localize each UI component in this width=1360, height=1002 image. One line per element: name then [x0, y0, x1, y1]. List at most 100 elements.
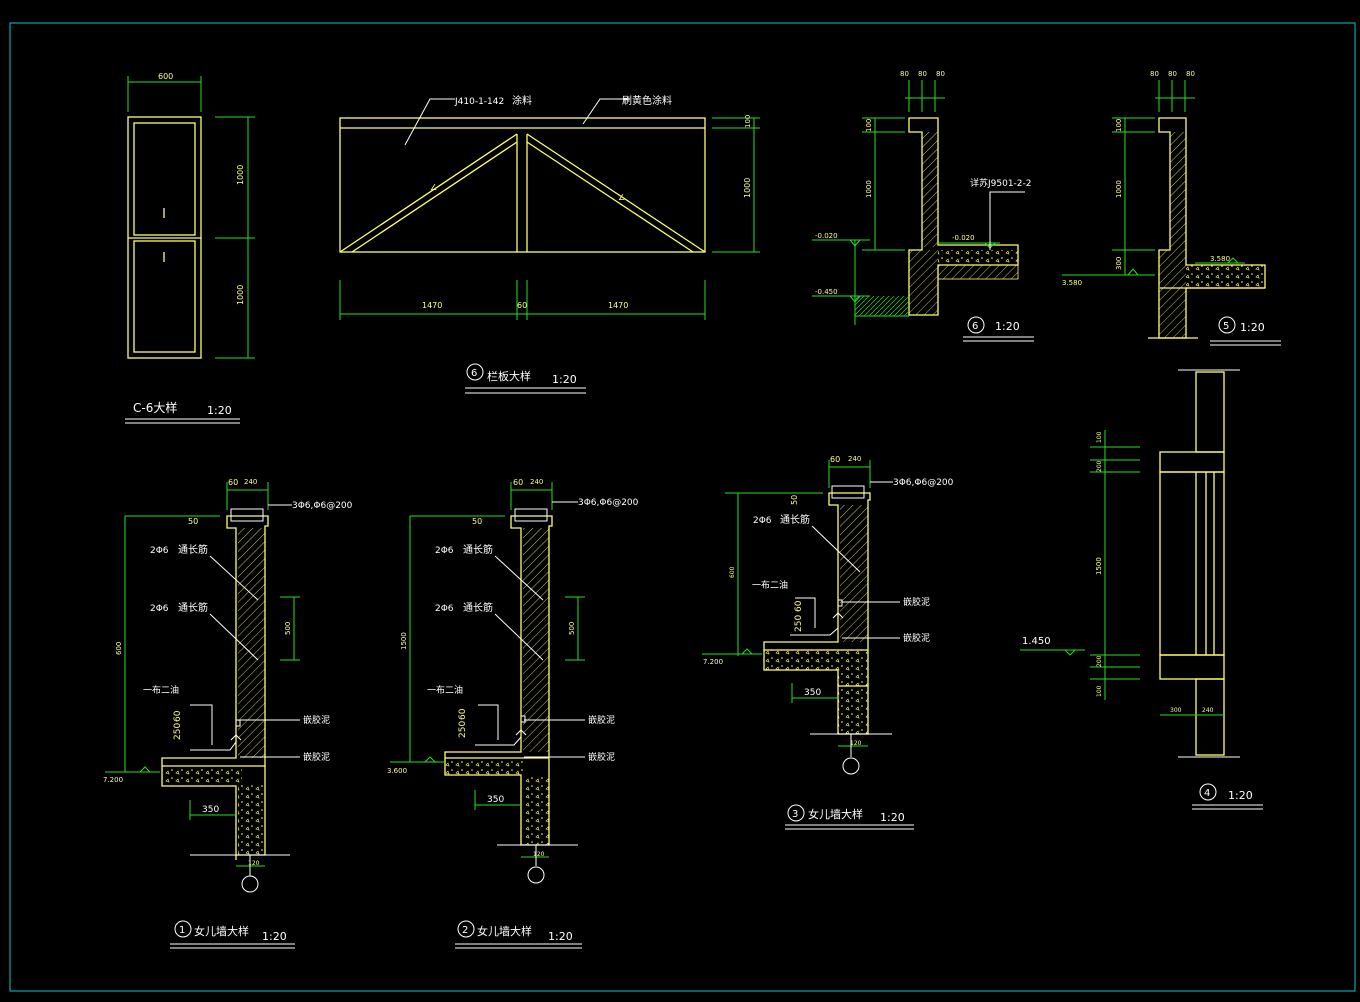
detail-3-parapet: 60 240 3Φ6,Φ6@200 50 600 2Φ6 通长筋 一布二油 25…	[702, 455, 954, 830]
s6-dim-top-v: 100	[865, 119, 873, 132]
d3-paint: 一布二油	[752, 579, 788, 591]
d3-dim-350: 350	[804, 688, 821, 698]
drawing-frame	[9, 22, 1356, 992]
svg-text:∠: ∠	[618, 193, 625, 202]
d2-paint: 一布二油	[427, 684, 463, 696]
panel-dim-mid: 60	[517, 301, 527, 310]
d1-bar2-note: 通长筋	[178, 601, 208, 614]
d3-dim-120: 120	[850, 740, 862, 747]
d1-dim-350: 350	[202, 805, 219, 815]
s5-dim-top-3: 80	[1186, 70, 1195, 78]
panel-dim-left: 1470	[422, 301, 442, 310]
d2-dim-60b: 60	[458, 708, 468, 720]
d2-title: 女儿墙大样	[477, 924, 532, 938]
panel-callout-left: J410-1-142	[454, 97, 504, 107]
d3-bar1-note: 通长筋	[780, 513, 810, 526]
d2-seal1: 嵌胶泥	[588, 714, 615, 726]
w4-number: 4	[1204, 788, 1210, 799]
s6-level-right: -0.020	[952, 234, 975, 242]
d2-bar2: 2Φ6	[435, 604, 454, 614]
s6-number: 6	[972, 321, 978, 332]
w4-dim-240: 240	[1202, 707, 1214, 714]
s5-dim-top-2: 80	[1168, 70, 1177, 78]
d3-dim-60b: 60	[794, 600, 804, 612]
s5-level-right: 3.580	[1210, 255, 1230, 263]
c6-title: C-6大样	[133, 400, 177, 415]
s6-level-left: -0.020	[815, 232, 838, 240]
panel-callout-mid: 涂料	[512, 94, 532, 107]
d2-number: 2	[462, 925, 468, 936]
d1-number: 1	[179, 925, 185, 936]
s5-level-left: 3.580	[1062, 279, 1082, 287]
d3-dim-50: 50	[790, 495, 799, 505]
d2-dim-50: 50	[472, 517, 482, 526]
d1-dim-60b: 60	[173, 710, 183, 722]
s6-dim-top-3: 80	[936, 70, 945, 78]
d1-dim-250: 250	[173, 723, 183, 740]
panel-scale: 1:20	[552, 373, 577, 386]
s6-dim-top-2: 80	[918, 70, 927, 78]
panel-dim-right: 1470	[608, 301, 628, 310]
detail-6-section: 80 80 80 100 1000 -0.020 -0.450 -0.020 详…	[812, 70, 1034, 342]
w4-dim-1500: 1500	[1095, 557, 1103, 575]
w4-dim-200b: 200	[1096, 655, 1103, 667]
d2-dim-60: 60	[513, 478, 523, 487]
d3-scale: 1:20	[880, 811, 905, 824]
detail-2-parapet: 60 240 3Φ6,Φ6@200 50 1500 2Φ6 通长筋 2Φ6 通长…	[387, 478, 639, 949]
detail-5-section: 80 80 80 100 1000 300 3.580 3.580 5 1:20	[1062, 70, 1281, 346]
d3-dim-total: 600	[729, 566, 736, 578]
panel-dim-top: 100	[744, 115, 752, 128]
d2-dim-120: 120	[533, 851, 545, 858]
w4-dim-100a: 100	[1096, 431, 1103, 443]
d2-level: 3.600	[387, 767, 407, 775]
d1-paint: 一布二油	[143, 684, 179, 696]
w4-level: 1.450	[1022, 636, 1051, 647]
d1-seal1: 嵌胶泥	[303, 714, 330, 726]
w4-dim-100b: 100	[1096, 685, 1103, 697]
s5-scale: 1:20	[1240, 321, 1265, 334]
d2-dim-240: 240	[530, 478, 543, 486]
d1-scale: 1:20	[262, 930, 287, 943]
d1-bar1: 2Φ6	[150, 546, 169, 556]
d1-seal2: 嵌胶泥	[303, 751, 330, 763]
d2-seal2: 嵌胶泥	[588, 751, 615, 763]
panel-dim-height: 1000	[743, 178, 752, 198]
d1-dim-50: 50	[188, 517, 198, 526]
d3-rebar-top: 3Φ6,Φ6@200	[893, 478, 954, 488]
s6-level-lower: -0.450	[815, 288, 838, 296]
w4-dim-300: 300	[1170, 707, 1182, 714]
d3-dim-250: 250	[794, 615, 804, 632]
d1-dim-500: 500	[284, 622, 292, 635]
d2-bar1-note: 通长筋	[463, 543, 493, 556]
detail-1-parapet: 60 240 3Φ6,Φ6@200 50 600 2Φ6 通长筋 2Φ6 通长筋…	[103, 478, 353, 949]
s5-dim-top-1: 80	[1150, 70, 1159, 78]
d3-dim-60: 60	[830, 455, 840, 464]
d3-number: 3	[792, 809, 798, 820]
d2-dim-total: 1500	[400, 632, 408, 650]
d1-dim-240: 240	[244, 478, 257, 486]
d3-seal1: 嵌胶泥	[903, 596, 930, 608]
s6-note: 详苏J9501-2-2	[970, 177, 1032, 189]
svg-text:∠: ∠	[430, 183, 437, 192]
w4-dim-200a: 200	[1096, 460, 1103, 472]
s6-dim-height: 1000	[865, 180, 873, 198]
d3-title: 女儿墙大样	[808, 807, 863, 821]
d1-rebar-top: 3Φ6,Φ6@200	[292, 501, 353, 511]
panel-number: 6	[471, 368, 477, 379]
d2-rebar-top: 3Φ6,Φ6@200	[578, 498, 639, 508]
d3-seal2: 嵌胶泥	[903, 632, 930, 644]
s5-dim-low: 300	[1115, 257, 1123, 270]
detail-6-panel: ∠ ∠ J410-1-142 涂料 刷黄色涂料 1470 60 1470 100…	[339, 94, 760, 394]
c6-scale: 1:20	[207, 404, 232, 417]
c6-dim-lower: 1000	[236, 285, 245, 305]
s5-dim-top-v: 100	[1115, 119, 1123, 132]
d2-scale: 1:20	[548, 930, 573, 943]
d2-bar2-note: 通长筋	[463, 601, 493, 614]
d2-dim-500: 500	[568, 622, 576, 635]
detail-c6: 600 1000 1000 C-6大样 1:20	[125, 72, 255, 424]
d2-bar1: 2Φ6	[435, 546, 454, 556]
c6-dim-top: 600	[158, 72, 173, 81]
d1-bar1-note: 通长筋	[178, 543, 208, 556]
d3-bar1: 2Φ6	[753, 516, 772, 526]
